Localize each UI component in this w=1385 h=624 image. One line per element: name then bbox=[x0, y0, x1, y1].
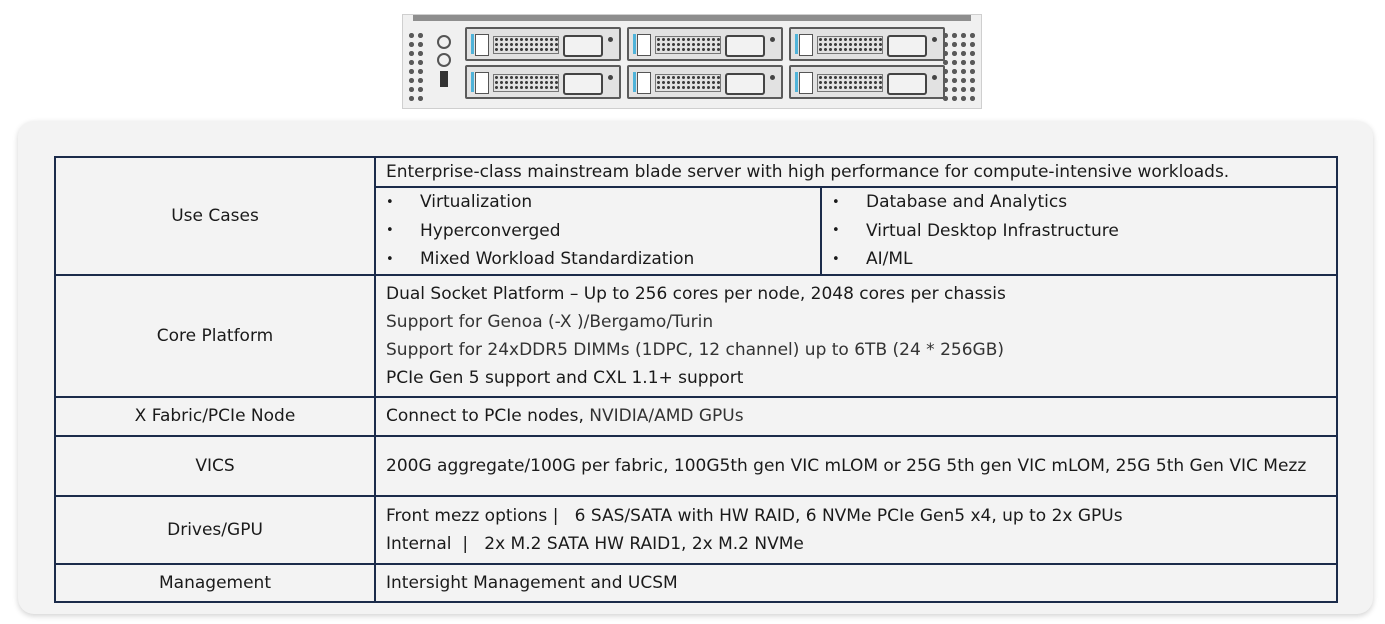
x-fabric-label: X Fabric/PCIe Node bbox=[54, 395, 376, 437]
management-label: Management bbox=[54, 562, 376, 603]
use-cases-row: Use Cases Enterprise-class mainstream bl… bbox=[54, 156, 1338, 276]
list-item: •AI/ML bbox=[832, 249, 913, 270]
server-top-rail bbox=[413, 15, 971, 21]
drive-bay bbox=[789, 65, 945, 99]
core-platform-details: Dual Socket Platform – Up to 256 cores p… bbox=[374, 273, 1338, 398]
usb-port-icon bbox=[440, 71, 448, 87]
use-cases-bullets-row: •Virtualization •Hyperconverged •Mixed W… bbox=[55, 186, 1338, 276]
core-platform-label: Core Platform bbox=[54, 273, 376, 398]
use-cases-right-list: •Database and Analytics •Virtual Desktop… bbox=[820, 186, 1338, 276]
use-cases-label: Use Cases bbox=[54, 156, 376, 276]
list-item: •Hyperconverged bbox=[386, 220, 561, 241]
drives-gpu-details: Front mezz options | 6 SAS/SATA with HW … bbox=[374, 494, 1338, 565]
x-fabric-row: X Fabric/PCIe Node Connect to PCIe nodes… bbox=[54, 395, 1338, 437]
control-panel bbox=[429, 33, 459, 101]
core-platform-row: Core Platform Dual Socket Platform – Up … bbox=[54, 273, 1338, 398]
drive-bay bbox=[465, 27, 621, 61]
use-cases-summary: Enterprise-class mainstream blade server… bbox=[374, 156, 1338, 188]
list-item: •Virtual Desktop Infrastructure bbox=[832, 220, 1119, 241]
vics-label: VICS bbox=[54, 434, 376, 497]
spec-table: Use Cases Enterprise-class mainstream bl… bbox=[54, 156, 1338, 603]
drive-bay bbox=[789, 27, 945, 61]
drive-bay bbox=[627, 65, 783, 99]
list-item: •Mixed Workload Standardization bbox=[386, 249, 695, 270]
vics-details: 200G aggregate/100G per fabric, 100G5th … bbox=[374, 434, 1338, 497]
list-item: •Database and Analytics bbox=[832, 192, 1068, 213]
drives-gpu-label: Drives/GPU bbox=[54, 494, 376, 565]
drive-bay bbox=[465, 65, 621, 99]
management-details: Intersight Management and UCSM bbox=[374, 562, 1338, 603]
vics-row: VICS 200G aggregate/100G per fabric, 100… bbox=[54, 434, 1338, 497]
id-button-icon bbox=[437, 53, 451, 67]
list-item: •Virtualization bbox=[386, 192, 533, 213]
x-fabric-details: Connect to PCIe nodes, NVIDIA/AMD GPUs bbox=[374, 395, 1338, 437]
drives-gpu-row: Drives/GPU Front mezz options | 6 SAS/SA… bbox=[54, 494, 1338, 565]
drive-bay bbox=[627, 27, 783, 61]
management-row: Management Intersight Management and UCS… bbox=[54, 562, 1338, 603]
use-cases-left-list: •Virtualization •Hyperconverged •Mixed W… bbox=[374, 186, 822, 276]
left-vent bbox=[407, 31, 427, 103]
right-vent bbox=[941, 31, 977, 103]
power-button-icon bbox=[437, 35, 451, 49]
server-front-panel-image bbox=[402, 14, 982, 109]
